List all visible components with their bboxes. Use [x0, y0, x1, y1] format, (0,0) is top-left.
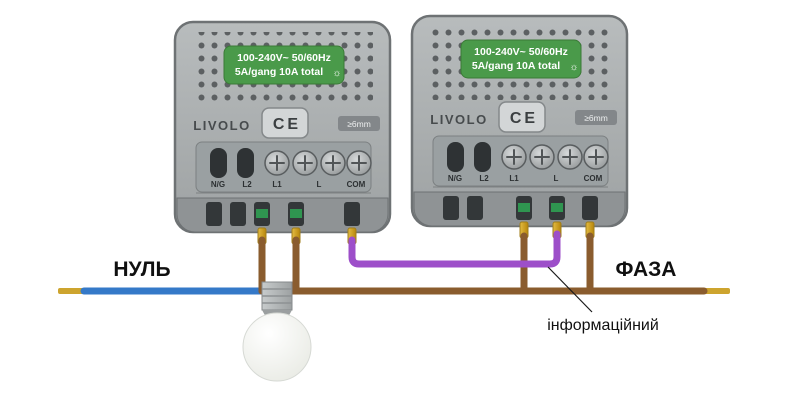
terminal-screws: [264, 150, 372, 176]
terminal-label-com: COM: [347, 180, 366, 189]
terminal-slot: [210, 148, 227, 178]
terminal-label-l1: L1: [272, 180, 282, 189]
brand-logo: LIVOLO: [193, 118, 250, 133]
ce-mark: CE: [273, 116, 301, 133]
terminal-labels: N/G L2 L1 L COM: [211, 180, 366, 189]
wire-gauge-tag: ≥6mm: [584, 113, 608, 123]
wire-entries: [443, 196, 598, 220]
terminal-screws: [501, 144, 609, 170]
terminal-label-l: L: [317, 180, 322, 189]
signal-label: інформаційний: [547, 317, 659, 334]
ce-mark: CE: [510, 110, 538, 127]
ce-mark-box: [261, 107, 309, 139]
callout-line: [547, 266, 593, 313]
terminal-label-ng: N/G: [448, 174, 462, 183]
wire-gauge-tag-box: [338, 116, 380, 131]
terminal-label-l: L: [554, 174, 559, 183]
wire-tip-right: [702, 288, 730, 294]
rating-line1: 100-240V~ 50/60Hz: [474, 46, 568, 58]
terminal-label-ng: N/G: [211, 180, 225, 189]
rating-label: [460, 39, 582, 79]
terminal-block: [176, 197, 389, 233]
sun-icon: ☼: [569, 62, 578, 73]
wire-entries: [206, 202, 360, 226]
phase-label: ФАЗА: [616, 258, 677, 281]
rating-line2: 5A/gang 10A total: [235, 66, 323, 78]
wire-gauge-tag: ≥6mm: [347, 119, 371, 129]
terminal-slot: [474, 142, 491, 172]
terminal-labels: N/G L2 L1 L COM: [448, 174, 603, 183]
phase-wires: [258, 232, 708, 295]
signal-wire: [348, 230, 561, 268]
terminal-slot: [237, 148, 254, 178]
switch-module-right: 100-240V~ 50/60Hz 5A/gang 10A total ☼ LI…: [410, 14, 629, 239]
neutral-label: НУЛЬ: [113, 258, 170, 281]
rating-label: [223, 45, 345, 85]
wires: [58, 230, 730, 295]
terminal-label-l1: L1: [509, 174, 519, 183]
sun-icon: ☼: [332, 68, 341, 79]
light-bulb: [242, 281, 312, 382]
base-ridges: [262, 288, 292, 304]
terminal-label-l2: L2: [242, 180, 252, 189]
rating-line1: 100-240V~ 50/60Hz: [237, 52, 331, 64]
switch-module-left: 100-240V~ 50/60Hz 5A/gang 10A total ☼ LI…: [173, 20, 392, 245]
terminal-label-l2: L2: [479, 174, 489, 183]
terminal-label-com: COM: [584, 174, 603, 183]
ce-mark-box: [498, 101, 546, 133]
bulb-globe: [242, 312, 312, 382]
wire-tip-left: [58, 288, 86, 294]
rating-line2: 5A/gang 10A total: [472, 60, 560, 72]
brand-logo: LIVOLO: [430, 112, 487, 127]
wire-gauge-tag-box: [575, 110, 617, 125]
terminal-slot: [447, 142, 464, 172]
